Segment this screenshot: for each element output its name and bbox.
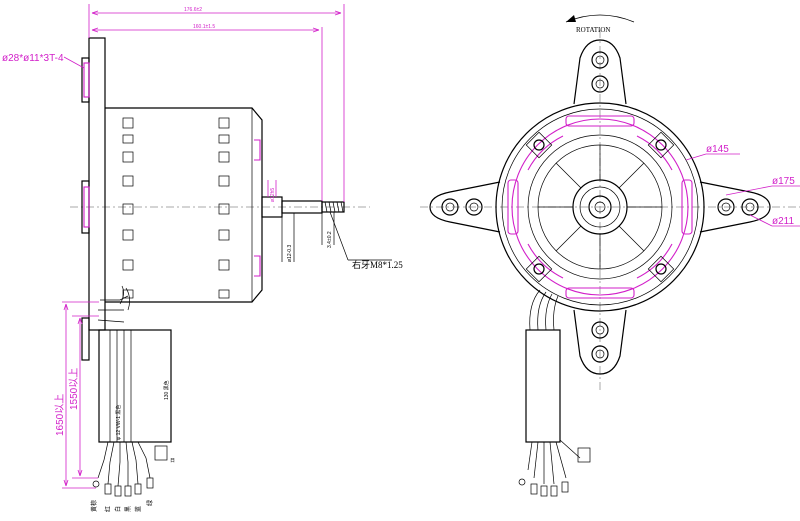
svg-text:ROTATION: ROTATION <box>576 26 610 34</box>
thread-note: 右牙M8*1.25 <box>329 211 403 270</box>
lead-wire-harness: φ 12 VW-1 黑色 130 黑色 日 <box>92 285 175 497</box>
svg-text:3.4±0.2: 3.4±0.2 <box>327 231 333 248</box>
svg-text:右牙M8*1.25: 右牙M8*1.25 <box>352 259 403 270</box>
svg-text:ø28*ø11*3T-4: ø28*ø11*3T-4 <box>2 53 64 64</box>
svg-text:ø145: ø145 <box>706 144 729 155</box>
side-view: 176.6±2 160.1±1.5 ø28*ø11*3T-4 ø12h5 ø12… <box>2 4 403 512</box>
svg-text:白: 白 <box>114 506 122 512</box>
mount-ear-top <box>573 39 627 105</box>
mount-holes <box>441 51 759 363</box>
bolt-circle <box>511 118 689 296</box>
motor-housing <box>105 107 263 303</box>
vent-slots <box>122 117 230 299</box>
mount-ear-bottom <box>573 309 627 375</box>
front-view: ROTATION <box>420 14 800 497</box>
svg-text:红: 红 <box>104 506 112 512</box>
screw-bosses <box>525 131 675 283</box>
svg-text:ø12h5: ø12h5 <box>270 188 276 202</box>
svg-text:176.6±2: 176.6±2 <box>184 7 202 13</box>
hub <box>572 179 628 235</box>
svg-text:ø12-0.3: ø12-0.3 <box>287 245 293 262</box>
mount-ear-left <box>429 181 501 233</box>
svg-text:ø211: ø211 <box>772 216 794 227</box>
svg-text:蓝: 蓝 <box>134 506 142 512</box>
svg-text:黄棕: 黄棕 <box>90 500 98 512</box>
svg-text:φ 12 VW-1 黑色: φ 12 VW-1 黑色 <box>115 405 122 440</box>
svg-text:1650以上: 1650以上 <box>54 394 66 436</box>
dim-mount-holes: ø28*ø11*3T-4 <box>2 53 85 69</box>
svg-text:绿: 绿 <box>146 500 154 506</box>
svg-text:160.1±1.5: 160.1±1.5 <box>193 24 215 30</box>
dim-body-length: 160.1±1.5 <box>91 24 323 201</box>
shaft-end <box>588 195 612 219</box>
wire-color-labels: 黄棕 红 白 黑 蓝 绿 <box>90 500 154 512</box>
dim-front-diameters: ø145 ø175 ø211 <box>685 144 800 227</box>
mounting-flange <box>88 37 106 331</box>
rotation-arrow: ROTATION <box>565 14 635 34</box>
svg-text:黑: 黑 <box>125 506 132 512</box>
wire-sleeve <box>98 329 172 443</box>
dim-overall-length: 176.6±2 <box>88 4 345 202</box>
svg-text:ø175: ø175 <box>772 176 795 187</box>
svg-text:日: 日 <box>170 458 175 464</box>
housing-outer <box>495 102 705 312</box>
motor-shaft <box>261 196 345 218</box>
front-lead-wires <box>518 289 591 497</box>
mount-ear-right <box>699 181 771 233</box>
dim-lead-length: 1550以上 1650以上 <box>54 301 99 489</box>
dim-shaft: ø12h5 ø12-0.3 3.4±0.2 <box>267 180 335 262</box>
end-cap-spokes <box>538 145 662 269</box>
front-wire-sleeve <box>525 329 561 443</box>
svg-text:1550以上: 1550以上 <box>68 368 80 410</box>
svg-text:130 黑色: 130 黑色 <box>163 380 170 400</box>
